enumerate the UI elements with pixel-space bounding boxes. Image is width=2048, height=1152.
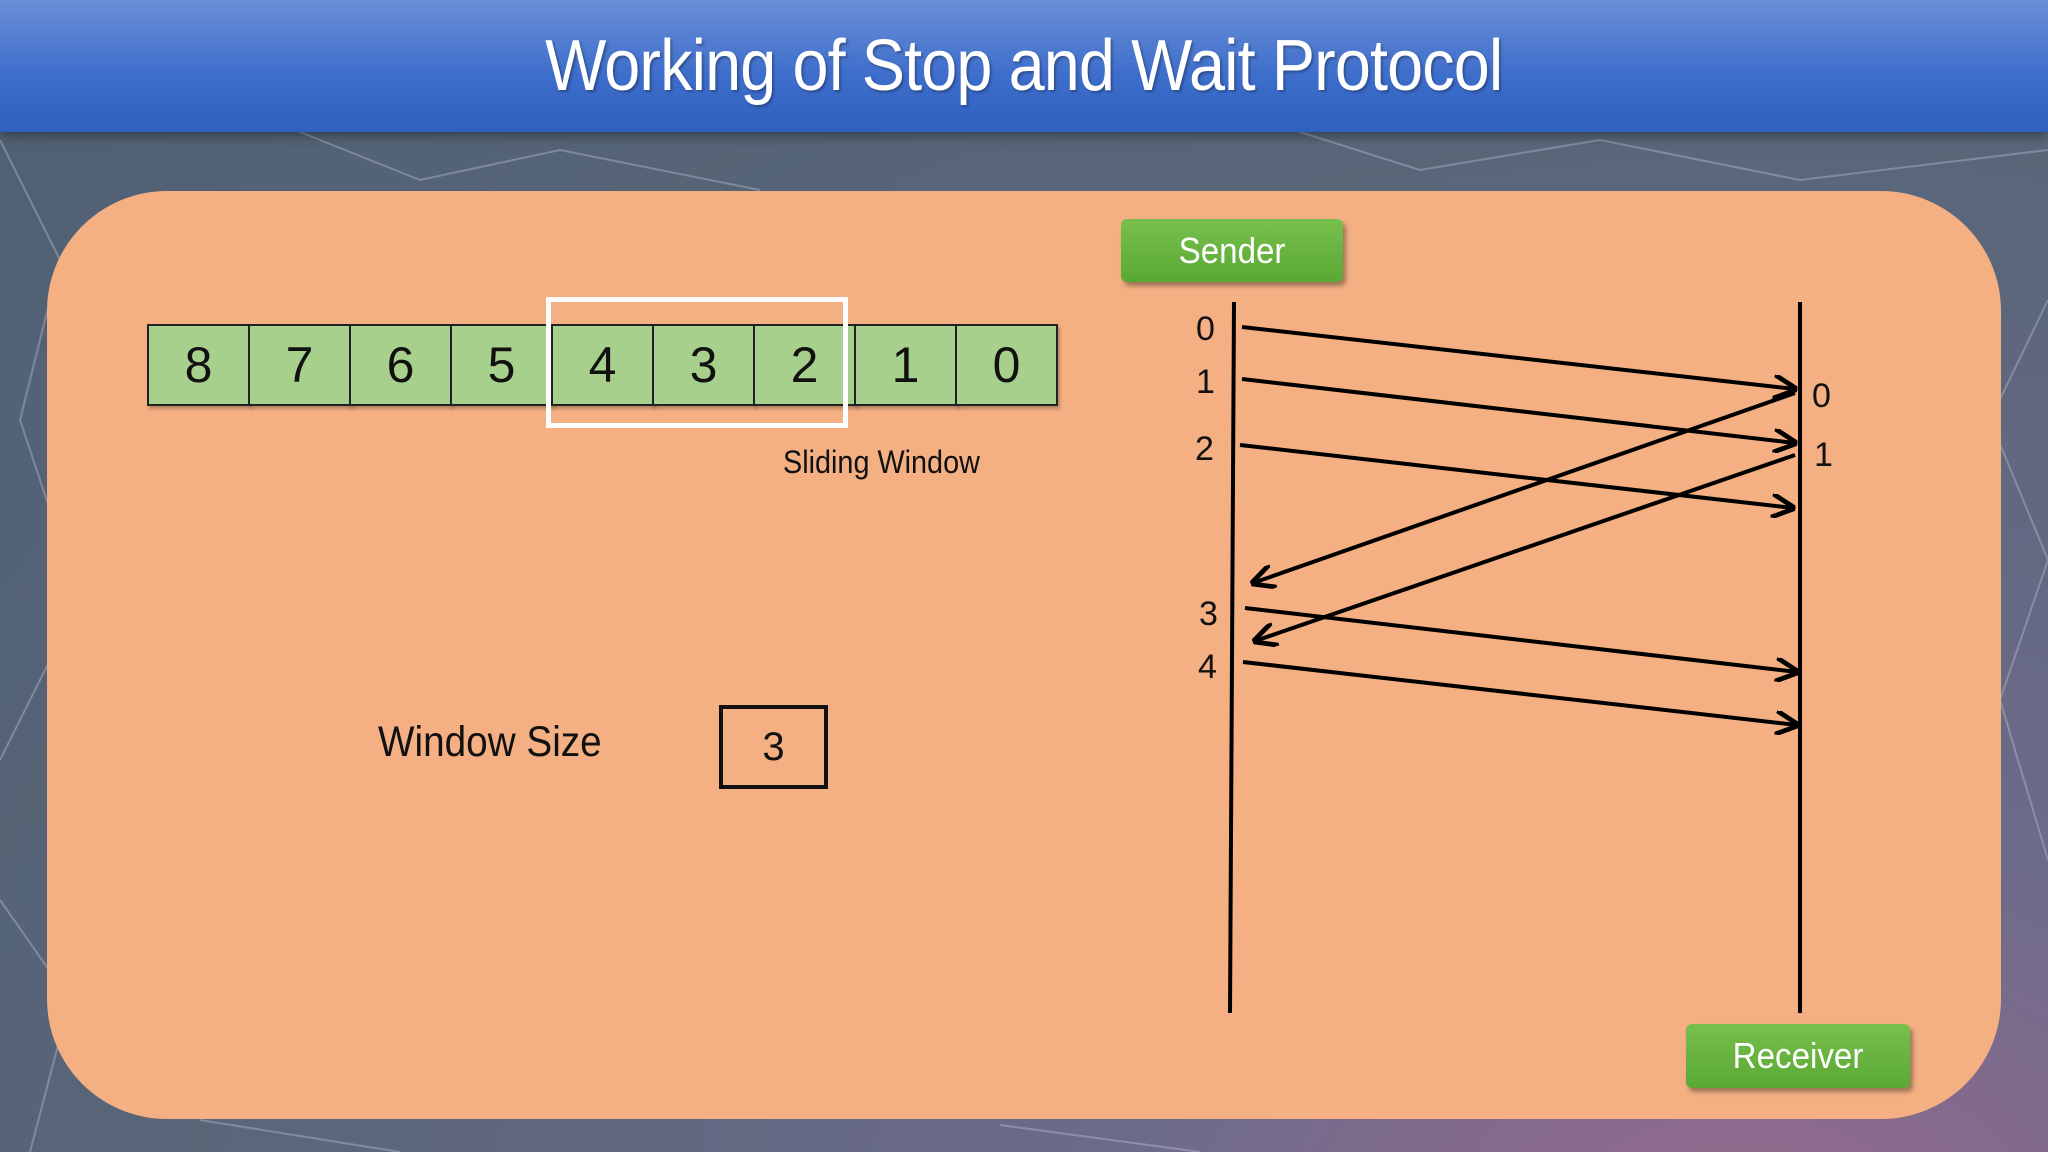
frame-arrow-3 [1244,606,1797,672]
window-size-label: Window Size [378,718,602,766]
frame-cell: 6 [349,324,452,406]
receiver-ack-label: 0 [1812,377,1831,415]
frame-cell: 1 [854,324,957,406]
sender-seq-label: 0 [1196,310,1215,348]
receiver-ack-label: 1 [1814,436,1833,474]
page-title: Working of Stop and Wait Protocol [545,26,1503,106]
frame-sequence: 8 7 6 5 4 3 2 1 0 [147,324,1058,406]
sender-seq-label: 1 [1196,363,1215,401]
frame-cell: 7 [248,324,351,406]
sliding-window-label: Sliding Window [783,444,980,480]
frame-cell: 0 [955,324,1058,406]
receiver-button[interactable]: Receiver [1686,1024,1910,1088]
ack-arrow-0 [1253,391,1796,583]
frame-cell: 4 [551,324,654,406]
window-size-value: 3 [719,705,828,789]
receiver-label: Receiver [1732,1035,1864,1076]
frame-arrow-0 [1241,325,1795,389]
frame-cell: 3 [652,324,755,406]
frame-arrow-4 [1242,660,1797,725]
sender-seq-label: 3 [1199,595,1218,633]
title-bar: Working of Stop and Wait Protocol [0,0,2048,132]
sliding-window-frame [546,297,848,428]
ack-arrow-1 [1255,453,1796,641]
frame-arrow-1 [1241,377,1795,443]
frame-cell: 8 [147,324,250,406]
sender-seq-label: 2 [1195,430,1214,468]
sender-label: Sender [1178,229,1286,271]
sender-timeline [1228,301,1236,1014]
sender-button[interactable]: Sender [1121,219,1343,282]
frame-cell: 5 [450,324,553,406]
frame-arrow-2 [1239,443,1793,508]
sender-seq-label: 4 [1198,648,1217,686]
